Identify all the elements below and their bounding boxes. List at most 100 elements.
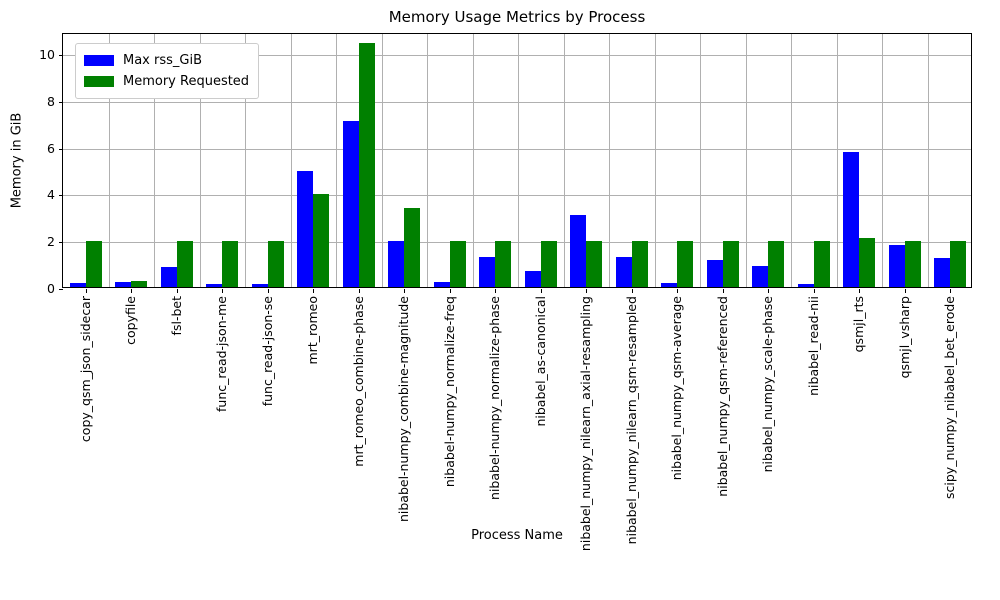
bar-memory-requested: [176, 240, 193, 287]
bar-memory-requested: [768, 240, 785, 287]
gridline-horizontal: [63, 148, 971, 150]
legend-entry-memory-requested: Memory Requested: [84, 71, 249, 92]
gridline-vertical: [700, 34, 701, 287]
bar-max-rss: [706, 260, 723, 287]
x-tick-mark: [176, 289, 178, 293]
bar-max-rss: [661, 282, 678, 287]
x-tick-mark: [131, 289, 133, 293]
x-tick-label: func_read-json-me: [214, 296, 229, 412]
x-tick-label: nibabel-numpy_normalize-freq: [441, 296, 457, 488]
x-tick-label: nibabel_numpy_nilearn_qsm-resampled: [623, 296, 639, 545]
x-tick-mark: [222, 289, 224, 293]
legend-swatch-max-rss: [84, 55, 114, 66]
bar-memory-requested: [859, 237, 876, 287]
gridline-vertical: [563, 34, 565, 287]
x-tick-label: nibabel-numpy_normalize-phase: [487, 296, 502, 500]
x-tick-label: fsl-bet: [168, 296, 184, 336]
x-tick-mark: [950, 289, 952, 293]
bar-memory-requested: [540, 240, 557, 287]
bar-max-rss: [160, 267, 177, 287]
x-tick-mark: [404, 289, 406, 293]
gridline-horizontal: [63, 242, 971, 244]
gridline-vertical: [518, 34, 519, 287]
bar-max-rss: [524, 271, 541, 287]
y-tick-mark: [59, 101, 63, 103]
gridline-vertical: [472, 34, 474, 287]
bar-memory-requested: [495, 240, 512, 287]
bar-memory-requested: [222, 240, 239, 287]
bar-max-rss: [752, 265, 769, 287]
x-tick-label: mrt_romeo_combine-phase: [350, 296, 366, 467]
y-tick-label: 6: [47, 140, 55, 156]
y-tick-label: 4: [47, 187, 55, 203]
y-tick-mark: [59, 195, 63, 197]
gridline-vertical: [290, 34, 292, 287]
bar-memory-requested: [950, 240, 967, 287]
bar-max-rss: [206, 283, 223, 287]
gridline-vertical: [336, 34, 337, 287]
bar-max-rss: [388, 240, 405, 287]
x-tick-label: scipy_numpy_nibabel_bet_erode: [942, 296, 957, 499]
x-tick-label: func_read-json-se: [259, 296, 275, 407]
bar-memory-requested: [85, 240, 102, 287]
gridline-vertical: [791, 34, 792, 287]
bar-memory-requested: [904, 240, 921, 287]
x-tick-mark: [631, 289, 633, 293]
x-tick-label: copy_qsm_json_sidecar: [77, 296, 93, 443]
y-tick-mark: [59, 289, 63, 290]
x-tick-mark: [677, 289, 679, 293]
gridline-vertical: [108, 34, 110, 287]
y-tick-label: 0: [47, 281, 55, 296]
bar-max-rss: [69, 282, 86, 287]
gridline-horizontal: [63, 195, 971, 197]
x-tick-mark: [449, 289, 451, 293]
x-tick-mark: [540, 289, 542, 293]
plot-inner: [63, 34, 971, 287]
chart-title: Memory Usage Metrics by Process: [388, 8, 646, 26]
x-tick-label: nibabel_read-nii: [805, 296, 821, 396]
x-tick-mark: [586, 289, 588, 293]
x-tick-label: nibabel_numpy_qsm-referenced: [714, 296, 730, 497]
legend-label-memory-requested: Memory Requested: [123, 74, 250, 89]
x-tick-mark: [904, 289, 906, 293]
gridline-vertical: [427, 34, 428, 287]
gridline-vertical: [836, 34, 838, 287]
x-tick-mark: [813, 289, 815, 293]
bar-max-rss: [888, 244, 905, 287]
bar-max-rss: [115, 282, 132, 287]
bar-max-rss: [479, 256, 496, 287]
gridline-vertical: [245, 34, 246, 287]
bar-max-rss: [570, 214, 587, 287]
x-tick-mark: [859, 289, 861, 293]
gridline-horizontal: [63, 55, 971, 57]
gridline-vertical: [154, 34, 155, 287]
x-tick-mark: [313, 289, 315, 293]
x-tick-label: qsmjl_vsharp: [896, 296, 912, 379]
x-tick-label: nibabel_numpy_qsm-average: [669, 296, 684, 481]
x-tick-label: nibabel-numpy_combine-magnitude: [396, 296, 411, 523]
x-tick-label: qsmjl_rts: [851, 296, 866, 353]
bar-memory-requested: [586, 240, 603, 287]
legend-swatch-memory-requested: [84, 76, 114, 87]
x-tick-mark: [358, 289, 360, 293]
bar-max-rss: [843, 152, 860, 287]
gridline-vertical: [381, 34, 383, 287]
x-tick-label: nibabel_numpy_scale-phase: [760, 296, 775, 473]
legend-label-max-rss: Max rss_GiB: [123, 53, 203, 68]
y-axis-label: Memory in GiB: [9, 33, 25, 288]
bar-memory-requested: [313, 193, 330, 287]
gridline-vertical: [609, 34, 610, 287]
bar-memory-requested: [722, 240, 739, 287]
gridline-vertical: [745, 34, 747, 287]
bar-max-rss: [615, 256, 632, 287]
y-tick-label: 8: [47, 93, 55, 109]
legend-entry-max-rss: Max rss_GiB: [84, 50, 249, 71]
bar-max-rss: [251, 283, 268, 287]
bar-memory-requested: [449, 240, 466, 287]
gridline-vertical: [927, 34, 929, 287]
y-tick-label: 10: [39, 47, 55, 63]
gridline-vertical: [882, 34, 883, 287]
bar-memory-requested: [813, 240, 830, 287]
